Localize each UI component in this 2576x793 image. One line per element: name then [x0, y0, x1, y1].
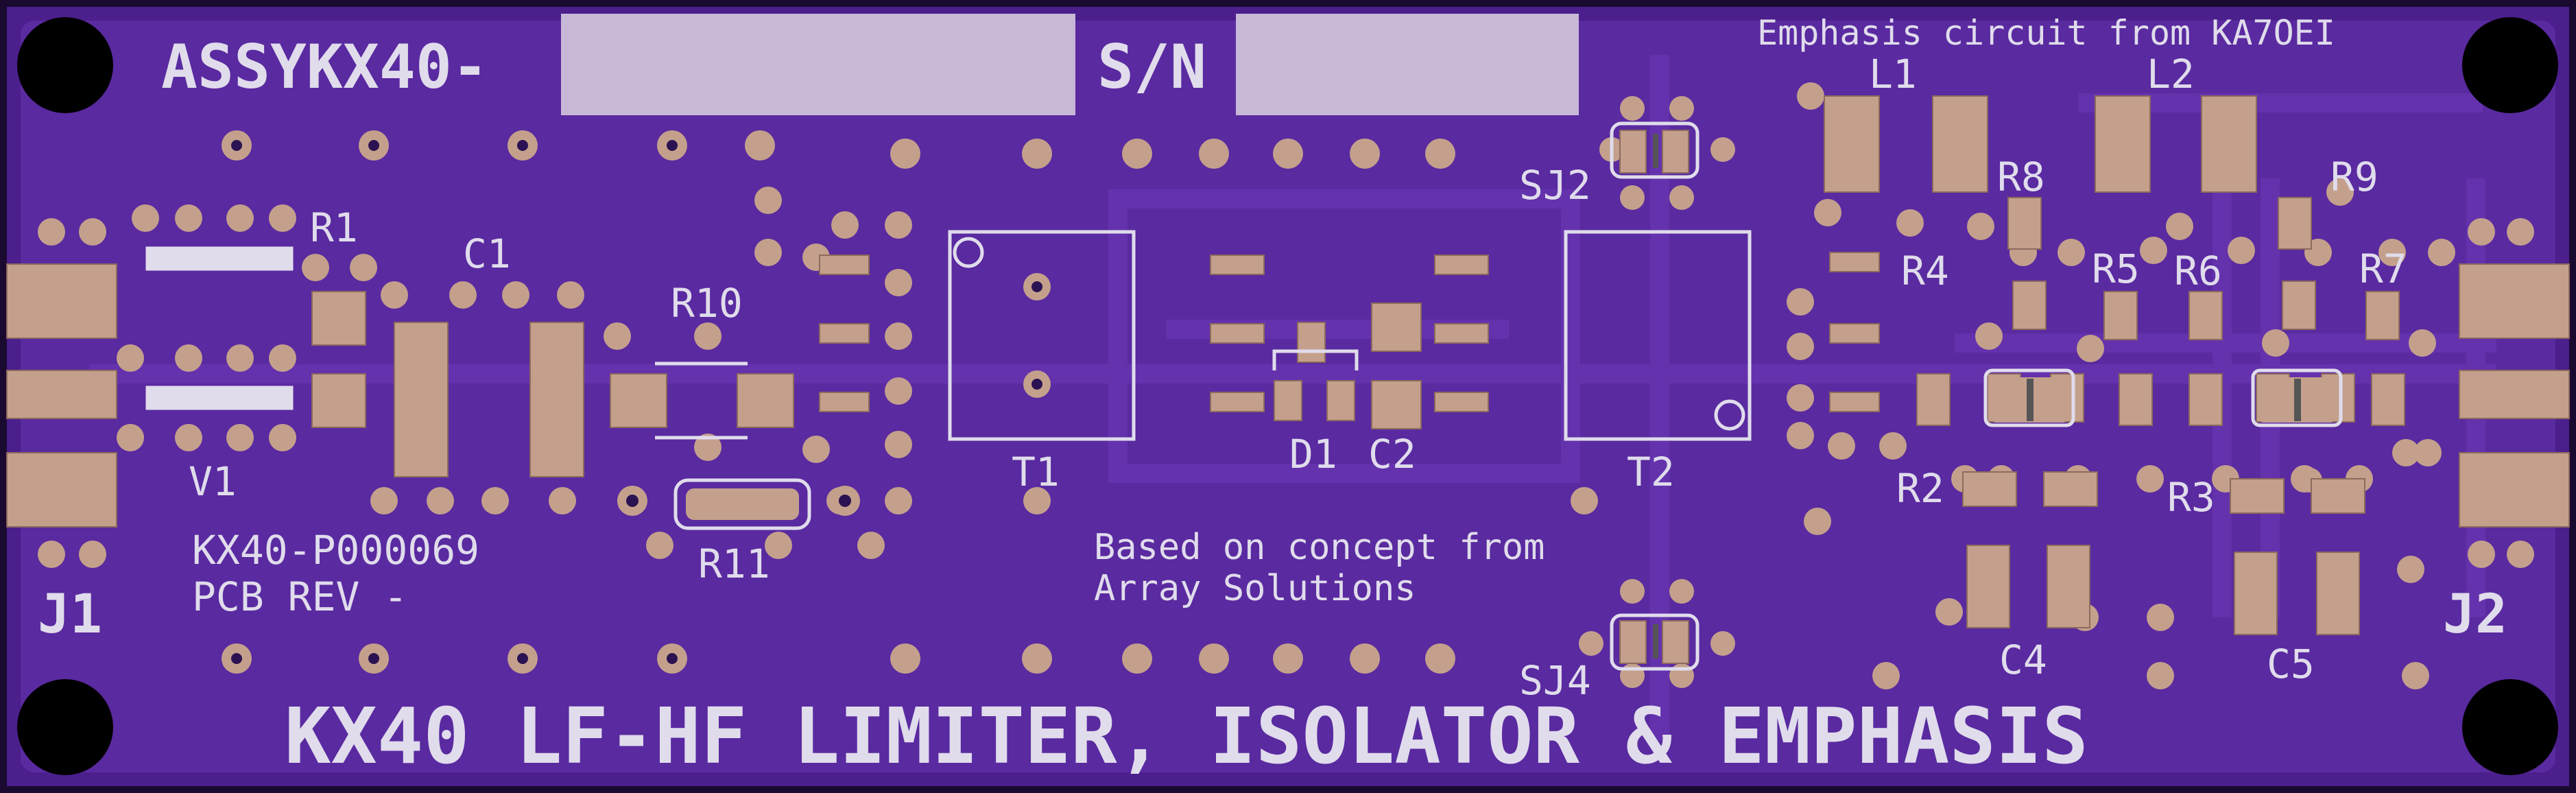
designator-l1: L1	[1869, 51, 1917, 97]
designator-r9: R9	[2330, 154, 2378, 200]
designator-r7: R7	[2359, 246, 2407, 292]
designator-v1: V1	[189, 458, 237, 505]
designator-t2: T2	[1627, 449, 1675, 495]
designator-r3: R3	[2167, 474, 2215, 521]
through-hole-pads	[38, 82, 2534, 689]
designator-sj2: SJ2	[1519, 162, 1591, 209]
designator-c2: C2	[1368, 431, 1416, 477]
credit-top: Emphasis circuit from KA7OEI	[1757, 13, 2335, 53]
designator-r5: R5	[2092, 246, 2140, 292]
designator-c5: C5	[2267, 641, 2315, 687]
designator-l2: L2	[2147, 51, 2195, 97]
mount-hole-tr	[2462, 17, 2558, 113]
pcb-rev: PCB REV -	[192, 573, 407, 620]
designator-r4: R4	[1901, 248, 1949, 294]
designator-t1: T1	[1012, 449, 1060, 495]
silkscreen-outlines	[145, 121, 2343, 671]
mount-hole-br	[2462, 679, 2558, 775]
designator-r10: R10	[671, 280, 743, 327]
designator-c4: C4	[1999, 637, 2047, 683]
drill-holes	[231, 140, 1042, 664]
designator-sj4: SJ4	[1519, 657, 1591, 704]
designator-c1: C1	[463, 230, 511, 277]
solder-bridge-lines	[1653, 134, 2301, 659]
designator-r1: R1	[310, 204, 358, 251]
designator-r8: R8	[1997, 154, 2045, 200]
credit-bottom-1: Based on concept from	[1094, 527, 1545, 568]
part-number: KX40-P000069	[192, 527, 479, 573]
designator-r2: R2	[1896, 465, 1944, 512]
sn-label: S/N	[1097, 32, 1206, 102]
board-title: KX40 LF-HF LIMITER, ISOLATOR & EMPHASIS	[285, 692, 2088, 781]
mount-hole-bl	[17, 679, 113, 775]
mounting-holes	[17, 17, 2558, 775]
designator-d1: D1	[1289, 431, 1337, 477]
sn-write-box	[1236, 14, 1579, 115]
designator-r6: R6	[2174, 248, 2222, 294]
smd-pads	[6, 95, 2570, 664]
assy-label: ASSYKX40-	[161, 32, 488, 102]
designator-j2: J2	[2443, 584, 2507, 646]
designators: J1 J2 V1 R1 C1 R10 R11 T1 T2 D1 C2 SJ2 S…	[38, 51, 2507, 704]
designator-j1: J1	[38, 584, 102, 646]
credit-bottom-2: Array Solutions	[1094, 568, 1416, 609]
designator-r11: R11	[698, 541, 770, 587]
assy-write-box	[561, 14, 1075, 115]
mount-hole-tl	[17, 17, 113, 113]
